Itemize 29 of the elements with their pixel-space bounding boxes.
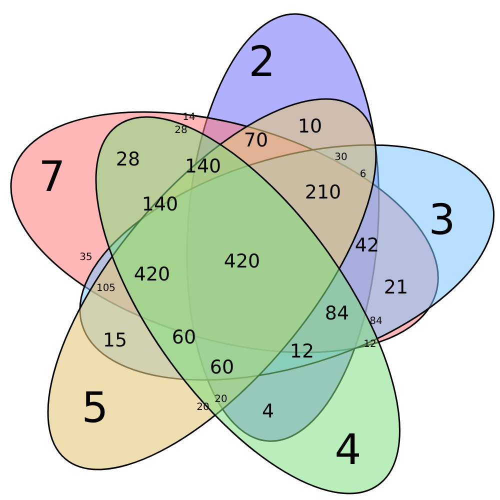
region-count: 21 <box>384 278 408 298</box>
region-count: 140 <box>184 158 222 176</box>
region-count: 30 <box>334 153 348 163</box>
region-count: 12 <box>290 342 314 362</box>
set-label: 3 <box>428 198 456 241</box>
region-count: 10 <box>298 118 322 136</box>
region-count: 6 <box>360 170 366 180</box>
region-count: 210 <box>304 184 342 202</box>
region-count: 60 <box>172 328 196 348</box>
set-label: 4 <box>334 428 362 471</box>
region-count: 12 <box>364 340 376 350</box>
region-count: 42 <box>354 236 380 256</box>
region-count: 4 <box>262 402 274 422</box>
set-label: 5 <box>82 386 108 429</box>
set-label: 7 <box>38 156 66 198</box>
set-label: 2 <box>248 40 276 83</box>
region-count: 28 <box>174 126 188 136</box>
region-count: 420 <box>224 252 260 272</box>
region-count: 84 <box>324 304 350 324</box>
region-count: 84 <box>370 317 382 327</box>
region-count: 20 <box>214 395 228 405</box>
region-count: 420 <box>134 266 170 284</box>
region-count: 105 <box>96 284 116 294</box>
region-count: 28 <box>116 150 140 170</box>
region-count: 35 <box>80 253 92 263</box>
region-count: 70 <box>244 132 268 150</box>
region-count: 60 <box>210 358 234 378</box>
region-count: 15 <box>102 332 128 350</box>
region-count: 140 <box>142 196 178 214</box>
